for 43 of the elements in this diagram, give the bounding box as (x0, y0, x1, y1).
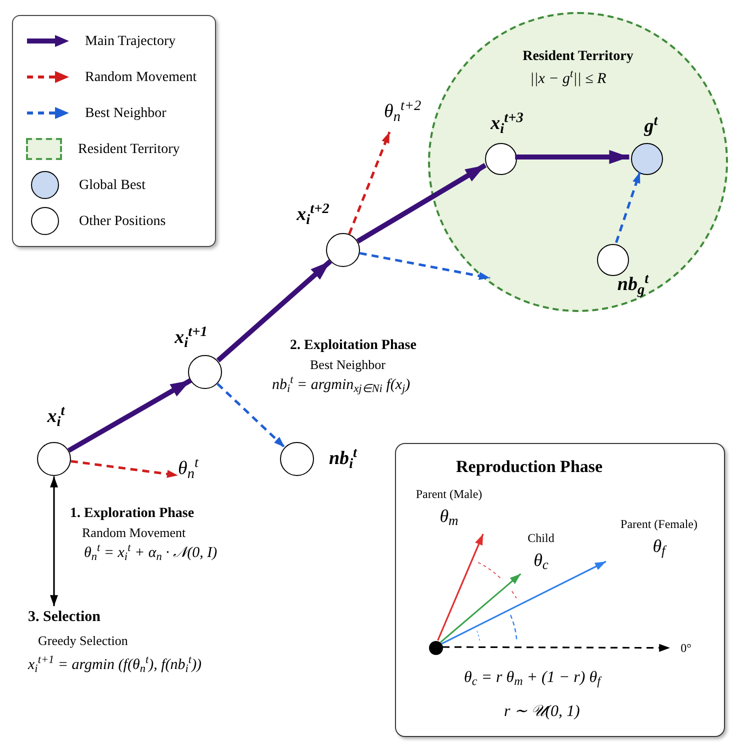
phase-subtitle: Best Neighbor (310, 356, 386, 374)
legend-label: Main Trajectory (85, 32, 176, 50)
legend-label: Resident Territory (78, 140, 180, 158)
arrow (68, 378, 192, 453)
legend-label: Other Positions (79, 212, 166, 230)
phase-formula: nb$_{i}$$^{t}$ = argmin$_{xj∈Ni}$ f(x$_{j}$) (272, 374, 410, 396)
vector-symbol: θ$_{f}$ (652, 535, 666, 560)
vector-label: Child (528, 530, 554, 547)
position-label: g$^{t}$ (644, 112, 658, 139)
territory-title: Resident Territory (522, 48, 634, 66)
random-formula: r ∼ 𝒰(0, 1) (504, 702, 580, 722)
panel-title: Reproduction Phase (456, 456, 603, 478)
legend-label: Global Best (79, 176, 146, 194)
arrow (440, 573, 522, 643)
legend-label: Best Neighbor (85, 104, 166, 122)
vector-label: Parent (Female) (620, 516, 698, 533)
vector-symbol: θ$_{m}$ (440, 505, 458, 530)
arrow (356, 163, 487, 244)
territory-formula: ||x − g$^{t}$|| ≤ R (530, 68, 606, 89)
phase-heading: 2. Exploitation Phase (290, 337, 416, 355)
arrow (216, 382, 286, 448)
arrow (515, 150, 630, 164)
arrow (615, 172, 642, 243)
arrow (360, 252, 490, 280)
arrow (70, 460, 178, 478)
phase-subtitle: Greedy Selection (38, 632, 129, 650)
vector-symbol: θ$_{c}$ (534, 549, 548, 574)
arrow (437, 534, 484, 641)
arrow (441, 560, 606, 645)
phase-formula: θ$_{n}$$^{t}$ = x$_{i}$$^{t}$ + α$_{n}$ · 𝒩(0, I) (84, 542, 218, 564)
arrow (442, 644, 670, 652)
phase-heading: 1. Exploration Phase (70, 505, 194, 523)
legend-label: Random Movement (85, 68, 197, 86)
reproduction-panel (395, 443, 725, 737)
selection-formula: x$_{i}$$^{t+1}$ = argmin (f(θ$_{n}$$^{t}$), f(nb$_{i}$$^{t}$)) (28, 654, 203, 676)
arrow (50, 476, 58, 606)
phase-subtitle: Random Movement (82, 524, 186, 542)
vector-label: 0° (680, 640, 692, 657)
phase-heading: 3. Selection (28, 608, 102, 627)
vector-label: Parent (Male) (416, 486, 482, 503)
crossover-formula: θ$_{c}$ = r θ$_{m}$ + (1 − r) θ$_{f}$ (464, 668, 600, 690)
arrow (348, 132, 391, 235)
arrow (216, 259, 332, 362)
